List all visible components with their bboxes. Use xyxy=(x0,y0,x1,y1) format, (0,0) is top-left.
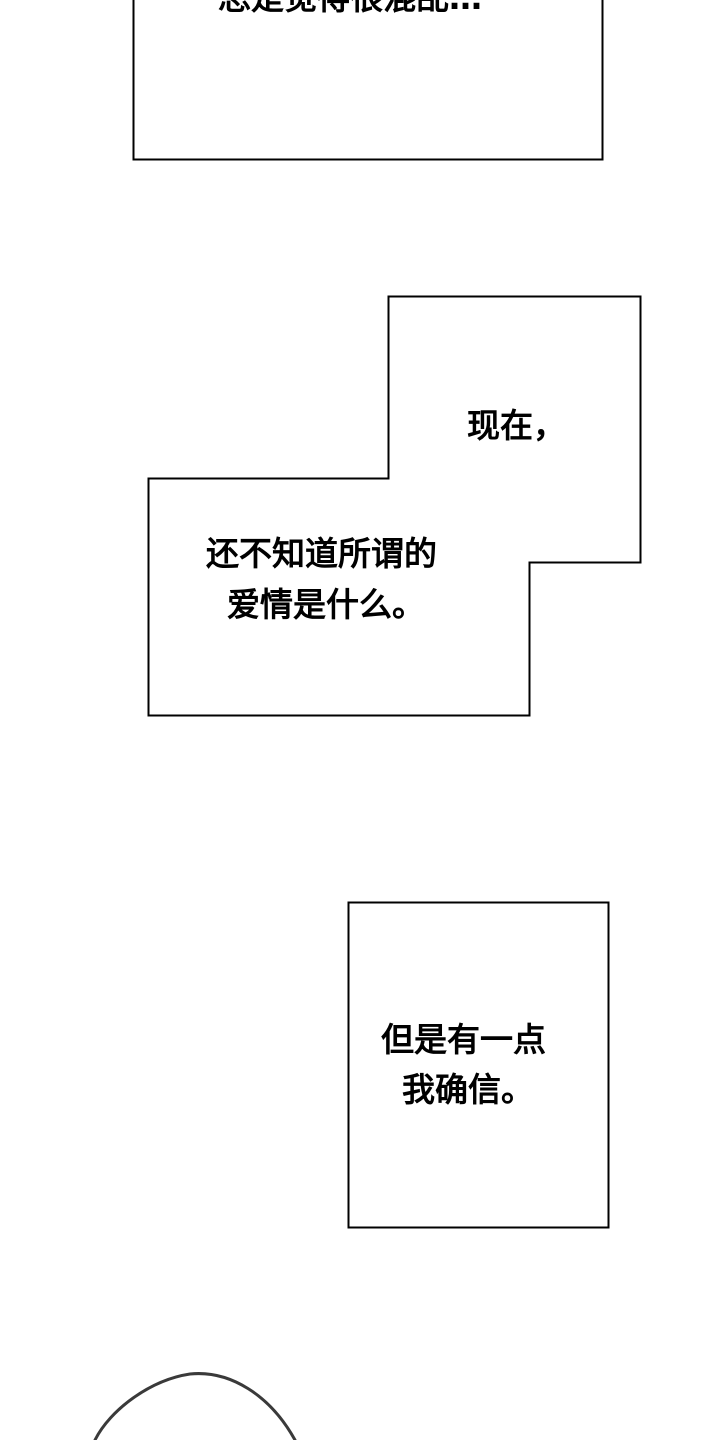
speech-bubble-outline xyxy=(93,1372,297,1440)
caption-box-top xyxy=(132,0,604,161)
caption-text-dont-know-line2: 爱情是什么。 xyxy=(227,585,425,624)
caption-text-now: 现在， xyxy=(467,406,566,445)
caption-text-certain-line1: 但是有一点 xyxy=(381,1020,546,1059)
caption-text-certain-line2: 我确信。 xyxy=(402,1070,534,1109)
caption-text-dont-know-line1: 还不知道所谓的 xyxy=(206,534,437,573)
caption-text-confused: 总是觉得很混乱… xyxy=(218,0,482,24)
caption-box-stepped xyxy=(147,295,642,717)
caption-box-bottom xyxy=(347,901,610,1229)
